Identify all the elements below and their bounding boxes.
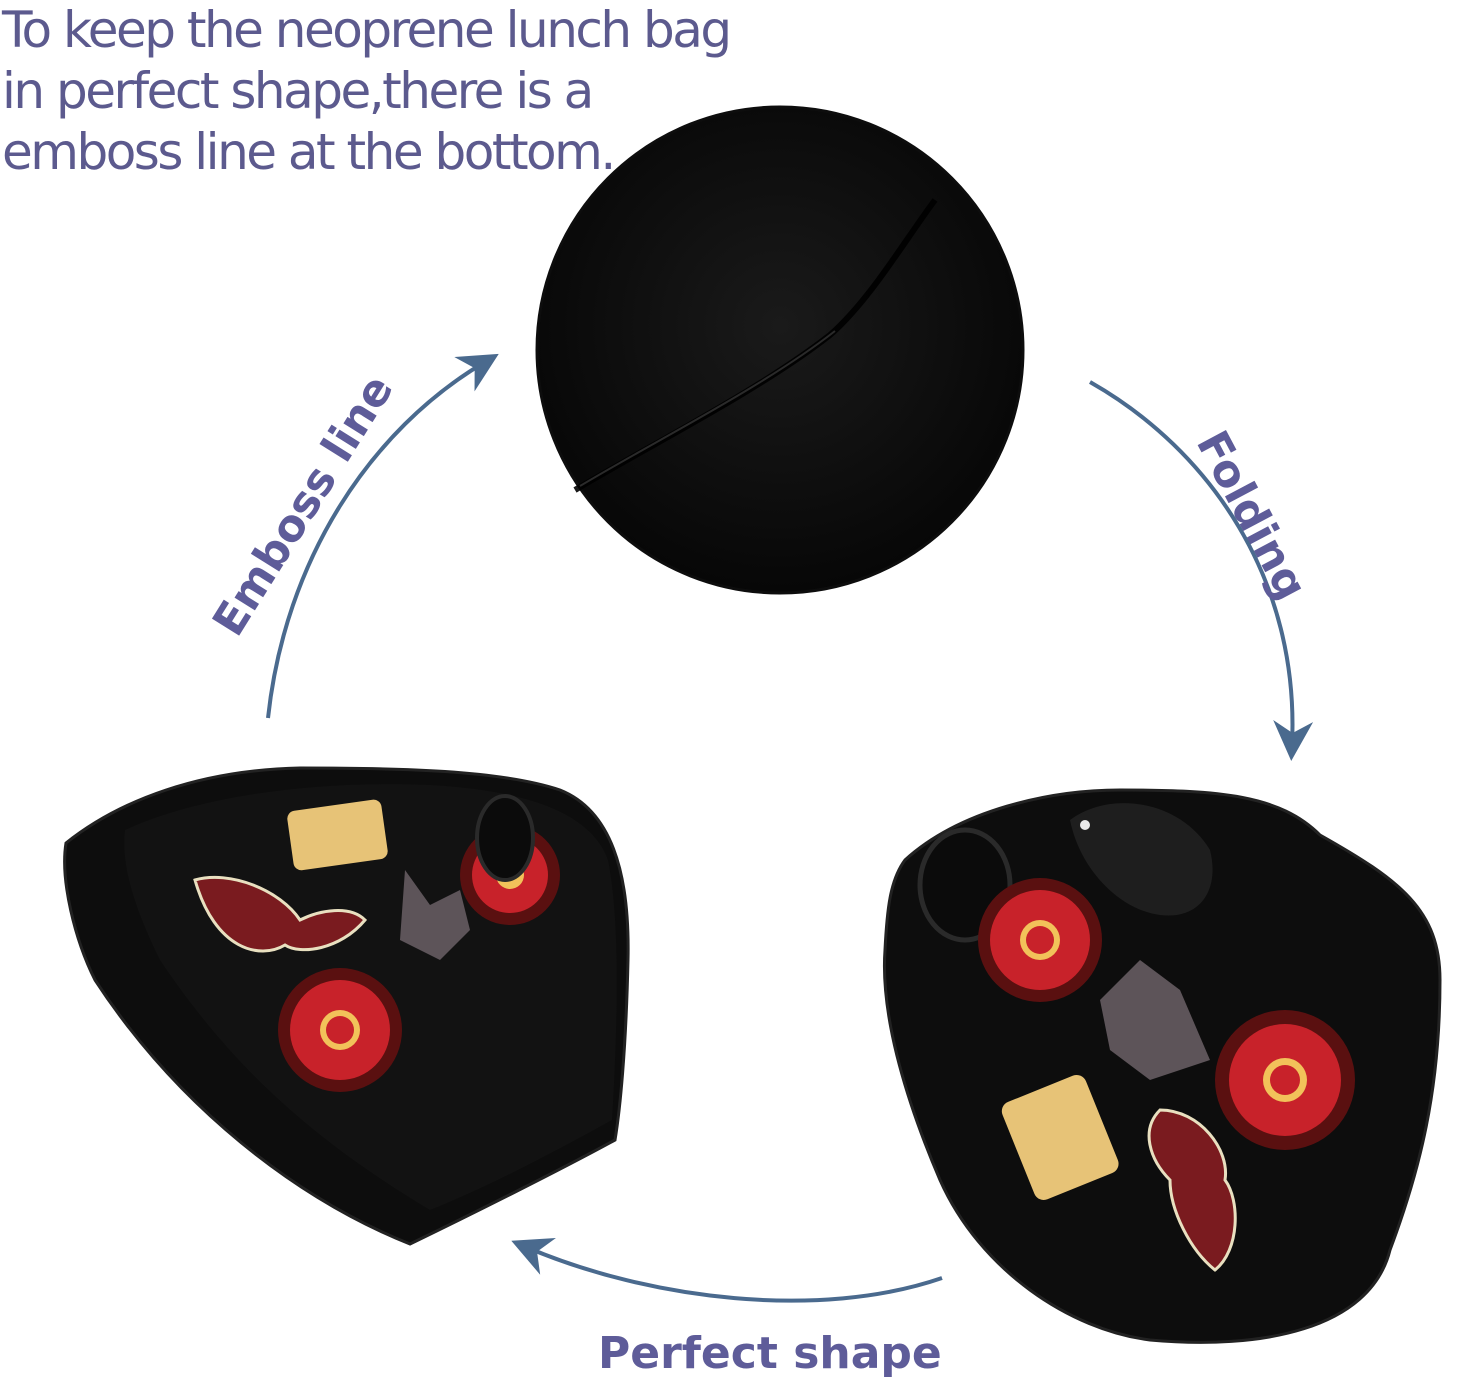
- lunch-bag-left: [63, 766, 630, 1246]
- perfect-shape-label: Perfect shape: [598, 1328, 942, 1379]
- arrow-folding: [1089, 380, 1314, 761]
- emboss-line-closeup: [535, 105, 1025, 595]
- caption-line-3: emboss line at the bottom.: [2, 123, 616, 181]
- caption-line-2: in perfect shape,there is a: [2, 62, 594, 120]
- intro-caption: To keep the neoprene lunch bag in perfec…: [2, 0, 732, 183]
- arrow-perfect: [511, 1238, 943, 1303]
- caption-line-1: To keep the neoprene lunch bag: [2, 1, 732, 59]
- lunch-bag-right: [882, 788, 1442, 1344]
- arrow-emboss: [266, 353, 499, 719]
